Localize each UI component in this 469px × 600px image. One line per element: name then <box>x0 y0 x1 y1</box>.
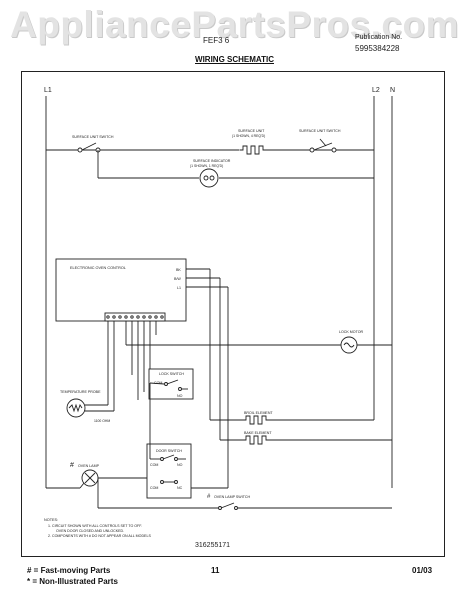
label-lock-motor: LOCK MOTOR <box>339 330 363 334</box>
note-2: 2. COMPONENTS WITH # DO NOT APPEAR ON AL… <box>48 534 151 538</box>
label-door-switch: DOOR SWITCH <box>156 449 182 453</box>
model-number: FEF3 6 <box>203 36 230 45</box>
publication-number: 5995384228 <box>355 44 400 53</box>
broil-element <box>244 415 268 425</box>
schematic-frame <box>21 71 445 557</box>
label-door-switch-com-1: COM <box>150 463 158 467</box>
temperature-probe <box>66 398 86 418</box>
note-1b: OVEN DOOR CLOSED AND UNLOCKED. <box>56 529 124 533</box>
label-l1: L1 <box>44 87 52 94</box>
label-lock-switch-no: NO <box>177 394 183 398</box>
control-terminal-strip <box>104 312 166 322</box>
label-oven-lamp: OVEN LAMP <box>78 464 100 468</box>
label-surface-unit: SURFACE UNIT <box>238 129 265 133</box>
label-l2: L2 <box>372 87 380 94</box>
label-terminal-bw: B/W <box>174 277 181 281</box>
label-door-switch-com-2: COM <box>150 486 158 490</box>
label-bake-element: BAKE ELEMENT <box>244 431 272 435</box>
label-door-switch-nc: NC <box>177 486 183 490</box>
label-surface-unit-switch-left: SURFACE UNIT SWITCH <box>72 135 114 139</box>
label-surface-unit-switch-right: SURFACE UNIT SWITCH <box>299 129 341 133</box>
surface-unit-element <box>239 143 266 157</box>
label-surface-unit-note: (1 SHOWN, 4 REQ'D) <box>232 134 265 138</box>
note-1: 1. CIRCUIT SHOWN WITH ALL CONTROLS SET T… <box>48 524 142 528</box>
legend-fast-moving: # = Fast-moving Parts <box>27 566 111 575</box>
label-electronic-oven-control: ELECTRONIC OVEN CONTROL <box>70 266 126 270</box>
door-switch <box>146 443 192 499</box>
label-oven-lamp-marker: # <box>70 462 74 469</box>
lock-switch <box>148 368 194 400</box>
label-door-switch-no: NO <box>177 463 183 467</box>
label-terminal-bk: BK <box>176 268 181 272</box>
label-temperature-probe: TEMPERATURE PROBE <box>60 390 101 394</box>
diagram-number: 316255171 <box>195 542 230 549</box>
revision-date: 01/03 <box>412 566 433 575</box>
page-title: WIRING SCHEMATIC <box>195 55 274 64</box>
surface-indicator-lamp <box>199 168 219 188</box>
label-oven-lamp-switch-marker: # <box>207 494 211 500</box>
label-probe-resistance: 1100 OHM <box>94 419 110 423</box>
label-surface-indicator: SURFACE INDICATOR <box>193 159 231 163</box>
label-n: N <box>390 87 395 94</box>
watermark-logo: AppliancePartsPros.com <box>10 4 459 45</box>
label-lock-switch: LOCK SWITCH <box>159 372 184 376</box>
page-number: 11 <box>211 566 220 575</box>
label-lock-switch-com: COM <box>154 381 162 385</box>
label-surface-indicator-note: (1 SHOWN, 1 REQ'D) <box>190 164 223 168</box>
publication-label: Publication No. <box>355 34 403 41</box>
surface-unit-switch-left <box>77 142 101 153</box>
surface-unit-switch-right <box>309 138 337 153</box>
label-oven-lamp-switch: OVEN LAMP SWITCH <box>214 495 250 499</box>
bake-element <box>244 435 268 445</box>
label-terminal-l1: L1 <box>177 286 181 290</box>
label-broil-element: BROIL ELEMENT <box>244 411 273 415</box>
legend-non-illustrated: * = Non-Illustrated Parts <box>27 577 118 586</box>
notes-heading: NOTES: <box>44 518 58 522</box>
